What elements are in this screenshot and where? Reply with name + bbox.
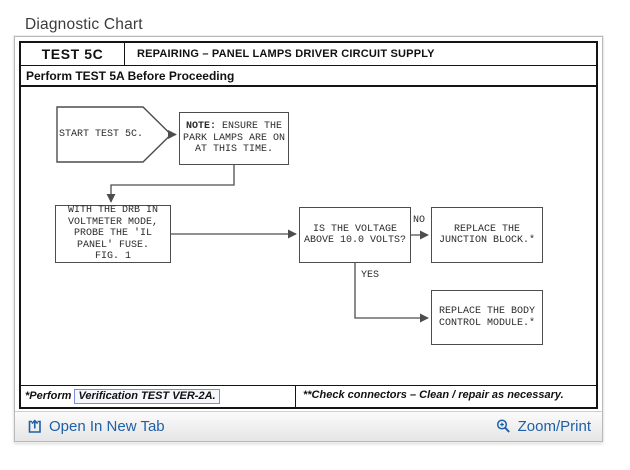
branch-label-no: NO xyxy=(413,215,426,226)
test-id-box: TEST 5C xyxy=(21,43,125,65)
open-in-new-tab-button[interactable]: Open In New Tab xyxy=(26,418,165,435)
diagnostic-chart-panel: TEST 5C REPAIRING – PANEL LAMPS DRIVER C… xyxy=(14,36,603,442)
chart-frame: TEST 5C REPAIRING – PANEL LAMPS DRIVER C… xyxy=(15,37,602,411)
start-arrow-shape xyxy=(56,106,172,163)
page-title: Diagnostic Chart xyxy=(25,16,143,33)
flowchart-canvas: START TEST 5C. NOTE: ENSURE THE PARK LAM… xyxy=(21,87,596,385)
node-note: NOTE: ENSURE THE PARK LAMPS ARE ON AT TH… xyxy=(179,112,289,165)
node-probe-fuse: WITH THE DRB IN VOLTMETER MODE, PROBE TH… xyxy=(55,205,171,263)
chart-instruction: Perform TEST 5A Before Proceeding xyxy=(21,66,596,87)
zoom-magnifier-icon xyxy=(496,419,510,433)
branch-label-yes: YES xyxy=(361,270,380,281)
open-in-new-tab-icon xyxy=(28,419,41,433)
node-start: START TEST 5C. xyxy=(58,129,143,140)
node-replace-body-control-module: REPLACE THE BODY CONTROL MODULE.* xyxy=(431,290,543,345)
note-keyword: NOTE: xyxy=(185,121,216,133)
node-replace-junction-block: REPLACE THE JUNCTION BLOCK.* xyxy=(431,207,543,263)
flowchart: TEST 5C REPAIRING – PANEL LAMPS DRIVER C… xyxy=(19,41,598,409)
flow-connectors xyxy=(56,106,429,323)
footnote-right: **Check connectors – Clean / repair as n… xyxy=(303,389,564,401)
verification-test-link[interactable]: Verification TEST VER-2A. xyxy=(74,389,220,404)
chart-title: REPAIRING – PANEL LAMPS DRIVER CIRCUIT S… xyxy=(137,48,435,60)
viewer-toolbar: Open In New Tab Zoom/Print xyxy=(15,411,602,441)
zoom-print-button[interactable]: Zoom/Print xyxy=(495,418,591,435)
node-voltage-decision: IS THE VOLTAGE ABOVE 10.0 VOLTS? xyxy=(299,207,411,263)
chart-header: TEST 5C REPAIRING – PANEL LAMPS DRIVER C… xyxy=(21,43,596,66)
